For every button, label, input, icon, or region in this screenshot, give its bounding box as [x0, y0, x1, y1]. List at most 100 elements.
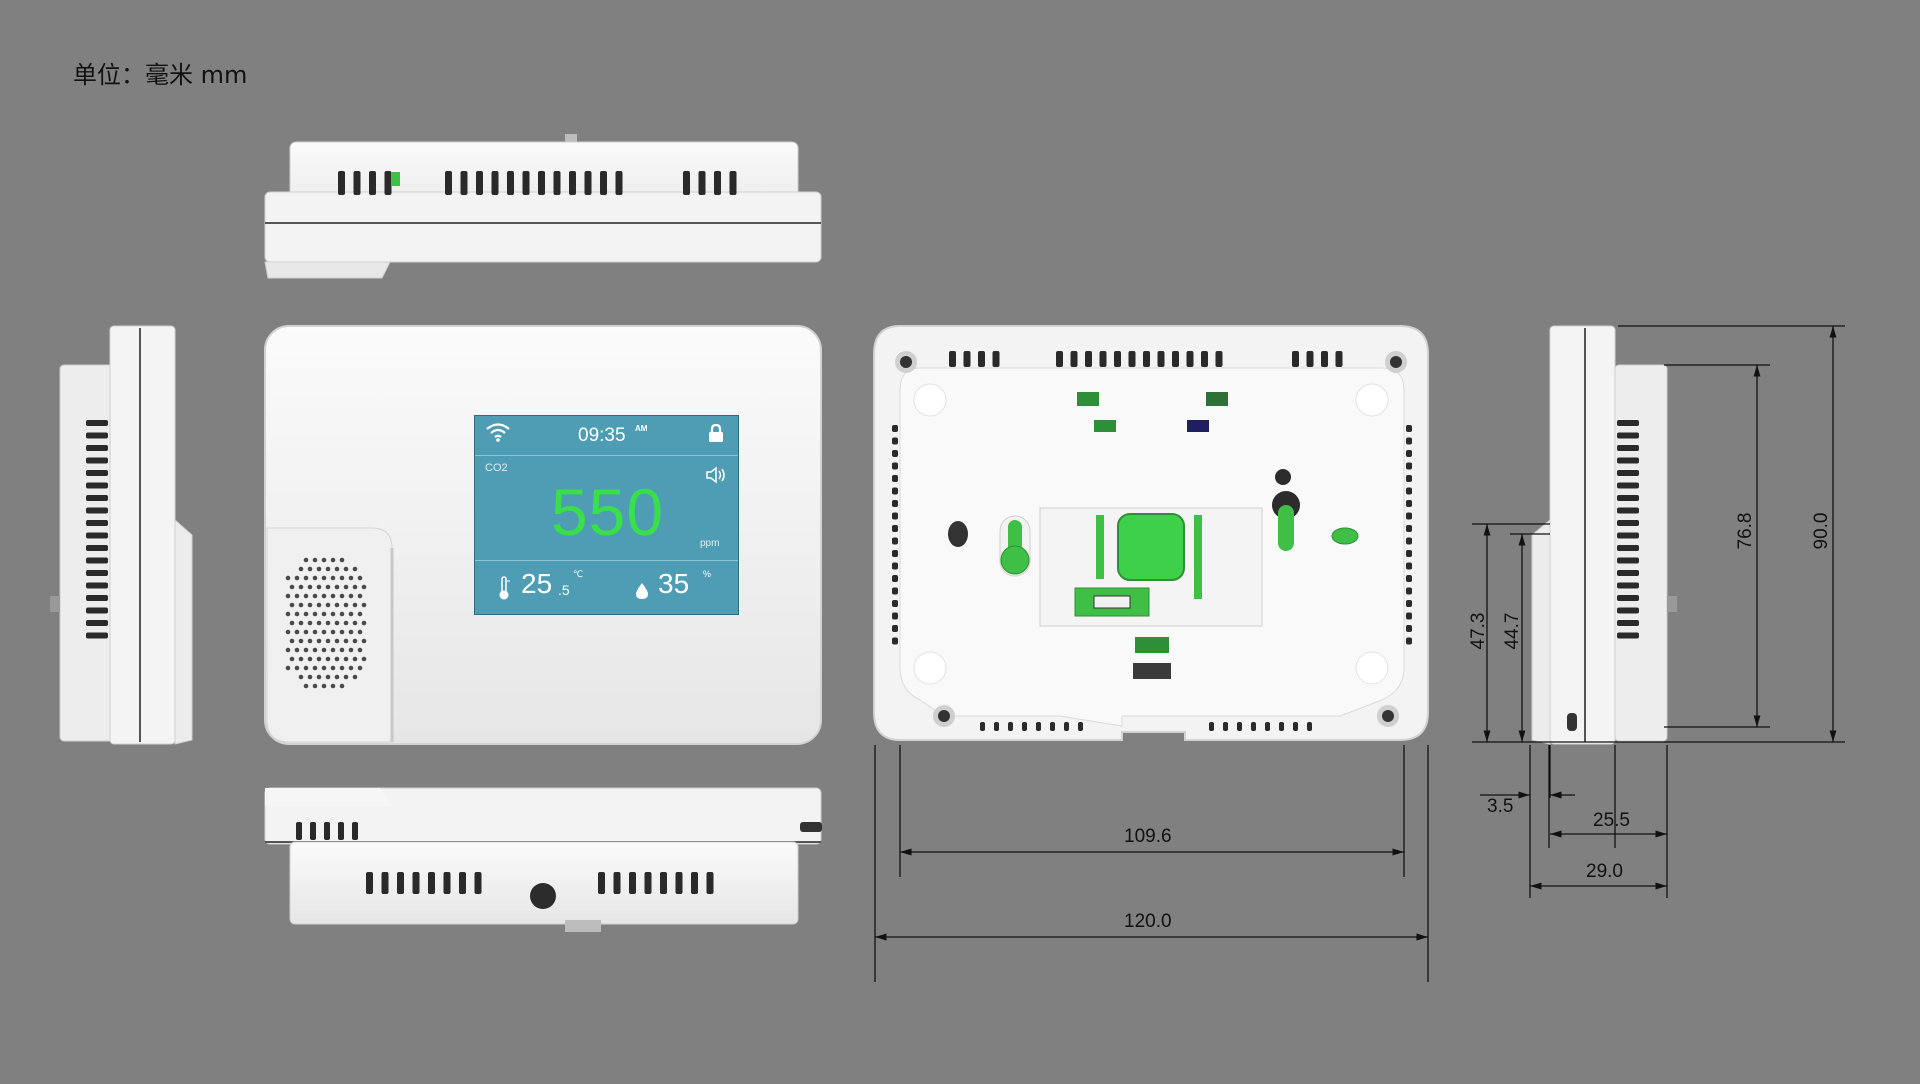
speaker-dot — [361, 602, 367, 608]
vent-slot — [613, 872, 621, 894]
speaker-dot — [339, 575, 345, 581]
speaker-dot — [339, 647, 345, 653]
speaker-dot — [294, 611, 300, 617]
co2-unit: ppm — [700, 538, 720, 549]
vent-slot — [445, 171, 452, 195]
speaker-dot — [307, 638, 313, 644]
speaker-dot — [348, 665, 354, 671]
dim-depth-29-0: 29.0 — [1586, 861, 1623, 882]
speaker-dot — [325, 584, 331, 590]
vent-slot — [366, 872, 373, 894]
speaker-dot — [325, 620, 331, 626]
vent-slot — [1617, 632, 1639, 639]
vent-slot — [86, 595, 108, 601]
vent-slot — [1085, 351, 1092, 367]
vent-slot — [86, 520, 108, 526]
speaker-dot — [307, 674, 313, 680]
speaker-dot — [352, 602, 358, 608]
humidity-unit: % — [703, 569, 712, 579]
vent-slot — [86, 507, 108, 514]
vent-slot — [86, 582, 108, 589]
vent-slot — [892, 562, 898, 570]
speaker-dot — [348, 647, 354, 653]
speaker-dot — [307, 602, 313, 608]
speaker-dot — [303, 665, 309, 671]
vent-slot — [1223, 722, 1228, 731]
clock-ampm: AM — [635, 424, 648, 433]
speaker-dot — [285, 647, 291, 653]
vent-slot — [1036, 722, 1041, 731]
vent-slot — [1201, 351, 1208, 367]
speaker-dot — [330, 611, 336, 617]
vent-slot — [949, 351, 956, 367]
speaker-dot — [321, 557, 327, 563]
speaker-dot — [321, 647, 327, 653]
vent-slot — [1022, 722, 1027, 731]
speaker-dot — [339, 665, 345, 671]
dim-width-total: 120.0 — [1124, 911, 1172, 932]
speaker-dot — [334, 656, 340, 662]
speaker-dot — [294, 629, 300, 635]
vent-slot — [892, 437, 898, 445]
speaker-dot — [348, 593, 354, 599]
vent-slot — [615, 171, 623, 195]
speaker-dot — [298, 584, 304, 590]
left-side-view — [50, 325, 193, 745]
vent-slot — [1617, 470, 1639, 476]
vent-slot — [1406, 637, 1412, 645]
speaker-dot — [316, 638, 322, 644]
vent-slot — [892, 450, 898, 457]
speaker-dot — [285, 665, 291, 671]
speaker-dot — [294, 647, 300, 653]
speaker-dot — [343, 638, 349, 644]
vent-slot — [296, 822, 302, 840]
vent-slot — [994, 722, 999, 731]
vent-slot — [1128, 351, 1136, 367]
speaker-dot — [321, 665, 327, 671]
vent-slot — [1617, 582, 1639, 589]
vent-slot — [1406, 625, 1412, 632]
vent-slot — [1617, 482, 1639, 489]
vent-slot — [1209, 722, 1214, 731]
clock-time: 09:35 — [578, 425, 626, 446]
speaker-dot — [303, 593, 309, 599]
vent-slot — [691, 872, 698, 894]
vent-slot — [1406, 575, 1412, 582]
screen-divider-bottom — [475, 560, 738, 561]
vent-slot — [474, 872, 482, 894]
speaker-dot — [289, 638, 295, 644]
dim-depth-3-5: 3.5 — [1487, 796, 1514, 817]
speaker-dot — [312, 557, 318, 563]
speaker-dot — [312, 683, 318, 689]
vent-slot — [714, 171, 721, 195]
vent-slot — [86, 420, 108, 426]
vent-slot — [1617, 432, 1639, 439]
vent-slot — [892, 537, 898, 545]
vent-slot — [86, 532, 108, 539]
speaker-dot — [334, 620, 340, 626]
mount-boss — [1355, 383, 1389, 417]
vent-slot — [892, 575, 898, 582]
vent-slot — [428, 872, 435, 894]
speaker-dot — [343, 602, 349, 608]
speaker-dot — [352, 674, 358, 680]
vent-slot — [86, 545, 108, 551]
temperature-value: 25 — [521, 568, 553, 599]
vent-slot — [86, 620, 108, 626]
vent-slot — [1617, 545, 1639, 551]
speaker-dot — [339, 629, 345, 635]
screen-divider-top — [475, 455, 738, 456]
speaker-dot — [316, 656, 322, 662]
speaker-dot — [325, 638, 331, 644]
vent-slot — [338, 171, 345, 195]
speaker-dot — [325, 566, 331, 572]
speaker-dot — [316, 620, 322, 626]
vent-slot — [1617, 507, 1639, 514]
speaker-dot — [307, 584, 313, 590]
screw-hole-center — [1390, 356, 1402, 368]
vent-slot — [369, 171, 376, 195]
speaker-dot — [294, 665, 300, 671]
vent-slot — [706, 872, 714, 894]
vent-slot — [892, 637, 898, 645]
mount-boss — [913, 651, 947, 685]
